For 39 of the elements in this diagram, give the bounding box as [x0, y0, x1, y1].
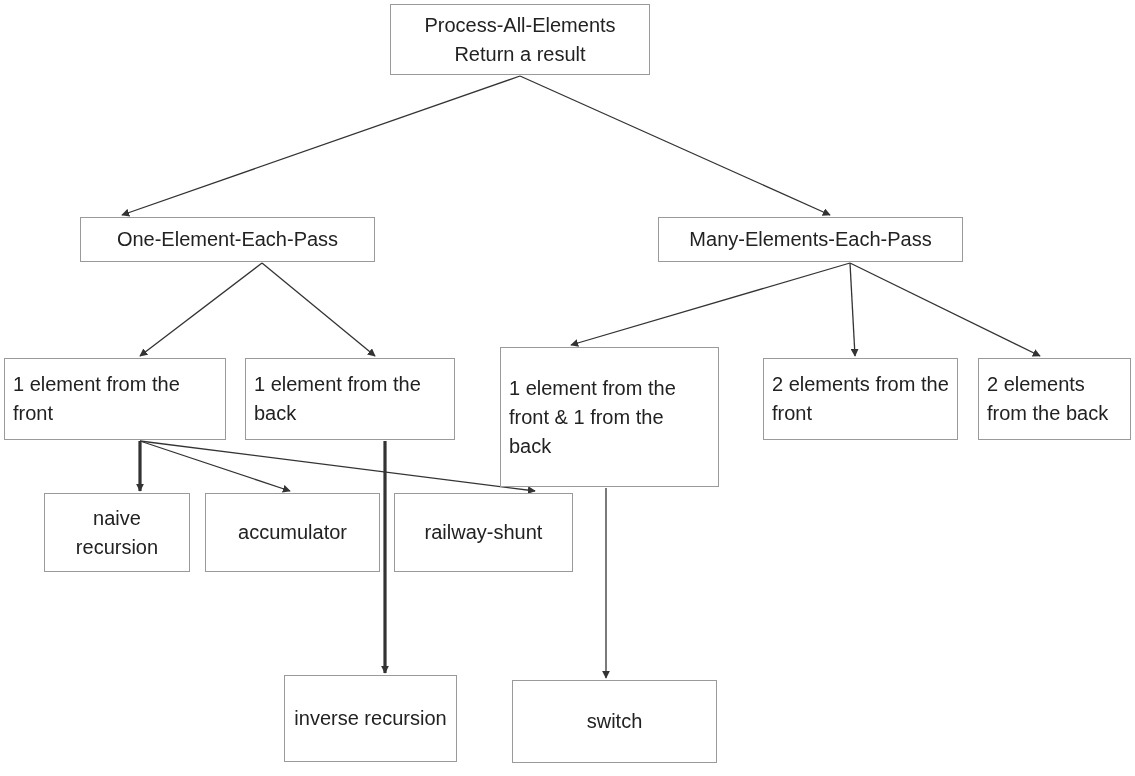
arrow [570, 262, 851, 347]
arrow [136, 441, 144, 492]
arrow [121, 75, 521, 217]
arrow [849, 262, 859, 357]
arrow [519, 75, 831, 216]
arrow [849, 262, 1041, 357]
process-box [80, 217, 375, 262]
box-text: naive recursion [74, 505, 160, 560]
process-box [245, 358, 455, 440]
process-box [44, 493, 190, 572]
box-text: inverse recursion [294, 706, 447, 731]
process-box [205, 493, 380, 572]
box-text: One-Element-Each-Pass [116, 227, 339, 252]
box-text: Process-All-Elements [424, 12, 616, 38]
box-text: railway-shunt [424, 520, 543, 545]
box-text: 2 elements from the back [987, 372, 1110, 426]
arrow [139, 440, 291, 493]
process-box [512, 680, 717, 763]
box-text: 1 element from the front [13, 372, 181, 426]
process-box [658, 217, 963, 262]
box-text: Many-Elements-Each-Pass [689, 227, 932, 252]
arrow [139, 440, 536, 495]
box-text: 1 element from the front & 1 from the back [509, 375, 677, 459]
box-text: switch [586, 709, 643, 734]
process-box [284, 675, 457, 762]
arrow [261, 262, 376, 357]
process-box [4, 358, 226, 440]
arrow [139, 262, 263, 357]
process-box [500, 347, 719, 487]
process-box [390, 4, 650, 75]
box-text: 2 elements from the front [772, 372, 949, 426]
box-text: accumulator [238, 520, 347, 545]
arrow [381, 441, 389, 674]
process-box [978, 358, 1131, 440]
arrow [602, 487, 610, 679]
box-text: 1 element from the back [254, 372, 422, 426]
process-box [394, 493, 573, 572]
process-box [763, 358, 958, 440]
box-text: Return a result [454, 41, 586, 67]
